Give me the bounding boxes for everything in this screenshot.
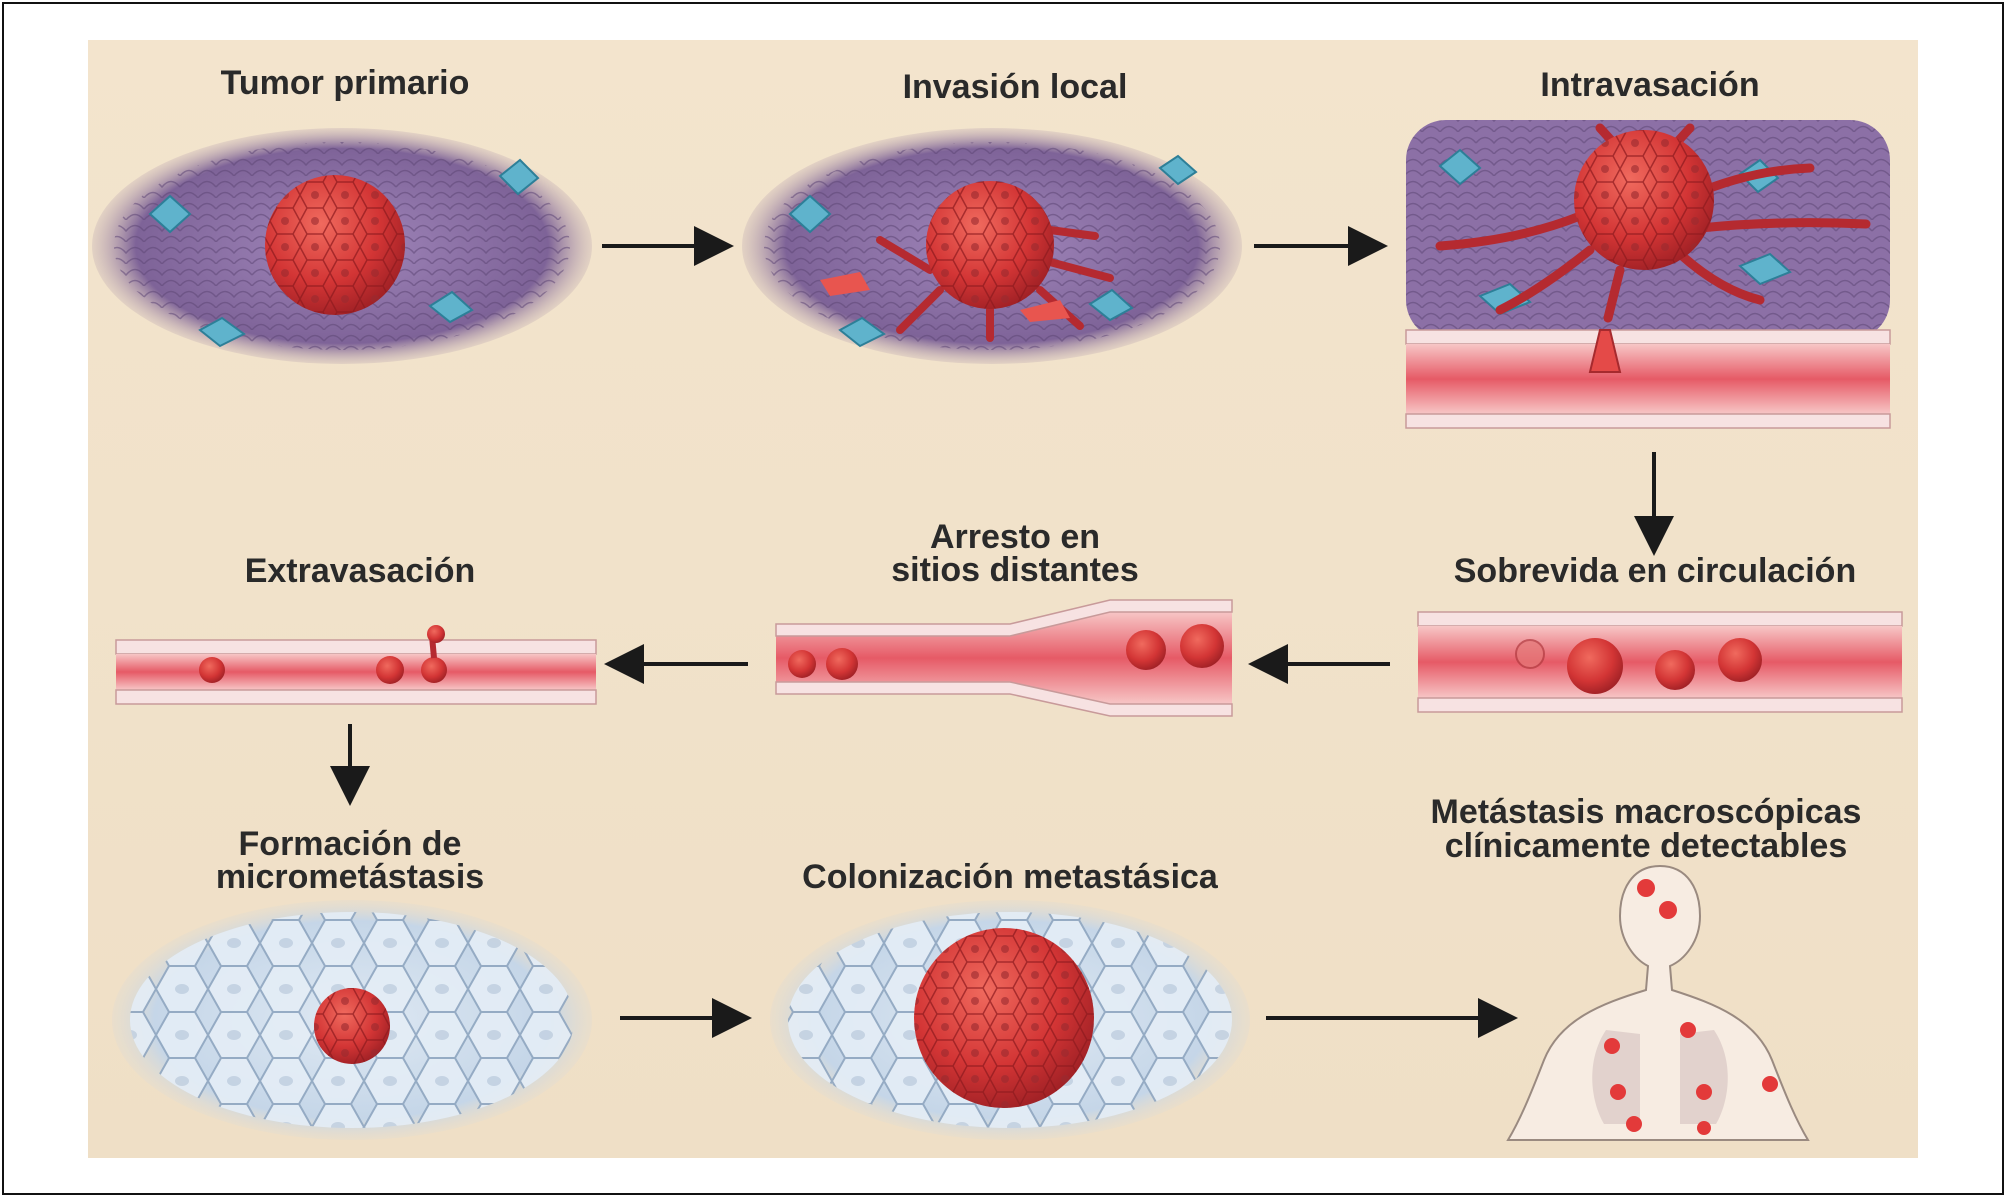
label-formacion-line2: micrometástasis: [160, 860, 540, 894]
label-formacion-line1: Formación de: [170, 827, 530, 861]
micrometastasis-illustration: [112, 900, 592, 1140]
label-arresto-line2: sitios distantes: [860, 553, 1170, 587]
tumor-primario-illustration: [92, 128, 592, 364]
label-arresto-line1: Arresto en: [880, 520, 1150, 554]
label-macro-line2: clínicamente detectables: [1396, 829, 1896, 863]
invasion-local-illustration: [742, 128, 1242, 364]
sobrevida-illustration: [1418, 612, 1902, 712]
label-macro-line1: Metástasis macroscópicas: [1396, 795, 1896, 829]
colonizacion-illustration: [770, 900, 1250, 1140]
label-invasion-local: Invasión local: [840, 70, 1190, 104]
label-tumor-primario: Tumor primario: [180, 66, 510, 100]
intravasacion-illustration: [1406, 120, 1890, 428]
human-body-illustration: [1508, 866, 1808, 1140]
extravasacion-illustration: [116, 625, 596, 704]
label-colonizacion: Colonización metastásica: [770, 860, 1250, 894]
arresto-illustration: [776, 600, 1232, 716]
label-sobrevida: Sobrevida en circulación: [1410, 554, 1900, 588]
label-extravasacion: Extravasación: [170, 554, 550, 588]
label-intravasacion: Intravasación: [1480, 68, 1820, 102]
